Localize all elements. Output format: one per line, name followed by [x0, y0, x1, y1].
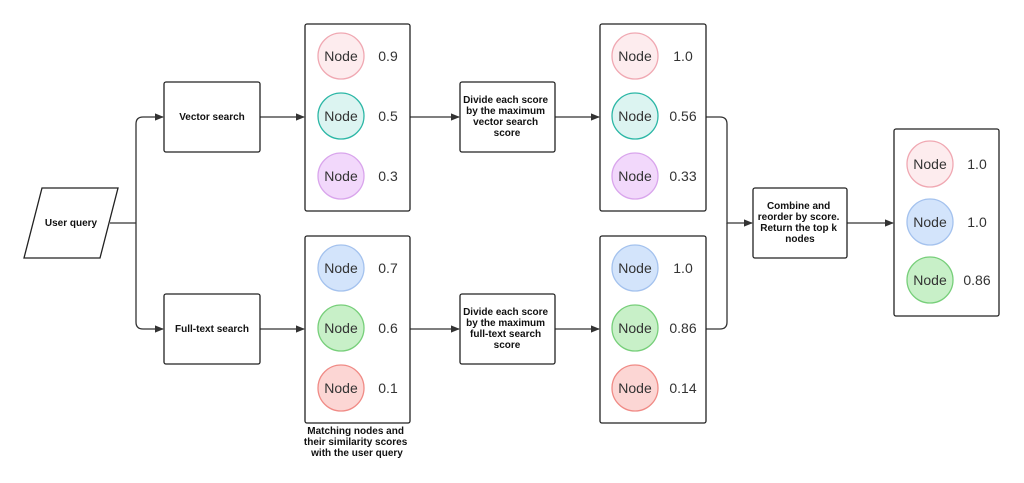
user-query-label: User query — [45, 218, 98, 229]
node-label: Node — [324, 108, 358, 124]
result-node: Node 1.0 — [611, 32, 693, 80]
result-node: Node 0.7 — [317, 244, 398, 292]
result-node: Node 0.56 — [611, 92, 697, 140]
normalize-vector-text: Divide each score by the maximum vector … — [463, 95, 551, 139]
node-circle — [317, 364, 365, 412]
fulltext-search-box: Full-text search — [163, 293, 261, 365]
node-label: Node — [618, 260, 652, 276]
normalize-fulltext-line: Divide each score — [463, 307, 548, 318]
edge-vector-norm-to-combine — [706, 116, 753, 227]
node-score: 0.9 — [378, 48, 398, 64]
user-query: User query — [23, 187, 119, 259]
node-circle — [611, 92, 659, 140]
node-circle — [317, 32, 365, 80]
combine-line: Return the top k — [760, 223, 837, 234]
node-score: 1.0 — [673, 48, 693, 64]
result-node: Node 0.3 — [317, 152, 398, 200]
node-score: 1.0 — [673, 260, 693, 276]
normalize-vector-box — [459, 81, 556, 153]
result-node: Node 0.14 — [611, 364, 697, 412]
combine-line: nodes — [785, 234, 815, 245]
node-score: 0.14 — [669, 380, 696, 396]
normalize-vector-line: vector search — [473, 117, 538, 128]
edges — [110, 113, 894, 333]
node-label: Node — [618, 320, 652, 336]
vector-search-label: Vector search — [179, 112, 245, 123]
result-node: Node 0.86 — [906, 256, 991, 304]
node-circle — [611, 32, 659, 80]
caption-line: Matching nodes and — [307, 426, 404, 437]
edge-fulltext-norm-to-combine — [706, 223, 728, 330]
result-node: Node 0.9 — [317, 32, 398, 80]
node-circle — [317, 92, 365, 140]
result-node: Node 0.6 — [317, 304, 398, 352]
caption-line: their similarity scores — [304, 437, 408, 448]
caption-line: with the user query — [310, 448, 403, 459]
normalize-vector-line: by the maximum — [466, 106, 545, 117]
node-label: Node — [324, 168, 358, 184]
result-node: Node 1.0 — [611, 244, 693, 292]
node-score: 1.0 — [967, 156, 987, 172]
node-label: Node — [618, 48, 652, 64]
normalize-fulltext-line: full-text search — [470, 329, 541, 340]
node-score: 0.3 — [378, 168, 398, 184]
normalize-fulltext-line: by the maximum — [466, 318, 545, 329]
node-label: Node — [324, 380, 358, 396]
result-node: Node 1.0 — [906, 198, 987, 246]
normalize-vector-line: Divide each score — [463, 95, 548, 106]
node-label: Node — [324, 260, 358, 276]
node-score: 0.5 — [378, 108, 398, 124]
node-label: Node — [618, 380, 652, 396]
node-circle — [906, 140, 954, 188]
node-score: 0.56 — [669, 108, 696, 124]
node-label: Node — [913, 272, 947, 288]
node-circle — [611, 304, 659, 352]
normalize-fulltext-line: score — [494, 340, 521, 351]
node-circle — [611, 152, 659, 200]
vector-search-box: Vector search — [163, 81, 261, 153]
node-score: 1.0 — [967, 214, 987, 230]
result-node: Node 0.5 — [317, 92, 398, 140]
normalize-vector-line: score — [494, 128, 521, 139]
edge-query-to-fulltext — [135, 223, 164, 333]
result-node: Node 1.0 — [906, 140, 987, 188]
node-label: Node — [913, 214, 947, 230]
node-score: 0.7 — [378, 260, 398, 276]
results-caption: Matching nodes and their similarity scor… — [304, 426, 410, 459]
result-node: Node 0.33 — [611, 152, 697, 200]
node-circle — [317, 152, 365, 200]
node-circle — [317, 244, 365, 292]
node-score: 0.33 — [669, 168, 696, 184]
node-score: 0.86 — [669, 320, 696, 336]
combine-line: reorder by score. — [758, 212, 840, 223]
node-score: 0.6 — [378, 320, 398, 336]
node-circle — [611, 244, 659, 292]
node-label: Node — [618, 108, 652, 124]
node-circle — [906, 198, 954, 246]
normalize-fulltext-text: Divide each score by the maximum full-te… — [463, 307, 551, 351]
node-circle — [611, 364, 659, 412]
result-node: Node 0.86 — [611, 304, 697, 352]
node-circle — [906, 256, 954, 304]
result-node: Node 0.1 — [317, 364, 398, 412]
node-circle — [317, 304, 365, 352]
node-score: 0.1 — [378, 380, 398, 396]
node-score: 0.86 — [963, 272, 990, 288]
node-label: Node — [324, 48, 358, 64]
node-label: Node — [324, 320, 358, 336]
edge-query-to-vector — [135, 113, 164, 223]
node-label: Node — [913, 156, 947, 172]
normalize-fulltext-box — [459, 293, 556, 365]
node-label: Node — [618, 168, 652, 184]
combine-text: Combine and reorder by score. Return the… — [758, 201, 843, 245]
combine-box — [752, 187, 848, 259]
combine-line: Combine and — [767, 201, 830, 212]
fulltext-search-label: Full-text search — [175, 324, 249, 335]
